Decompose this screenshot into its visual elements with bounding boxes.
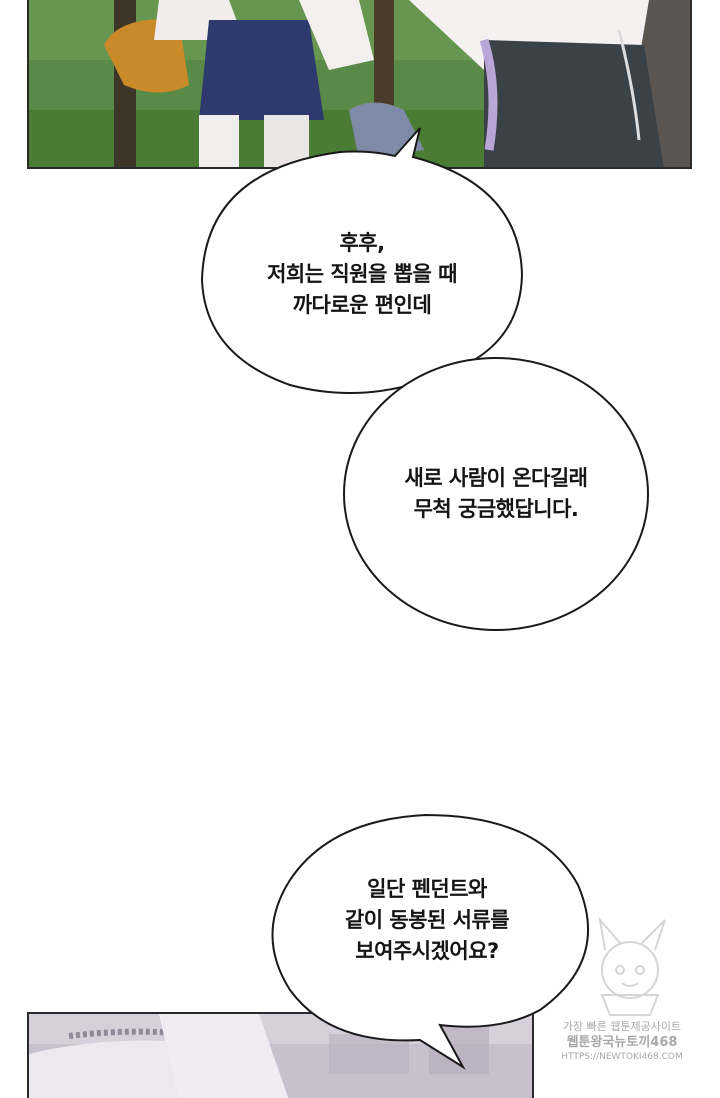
bubble-1-line-3: 까다로운 편인데 <box>292 293 432 317</box>
bubble-2-line-1: 새로 사람이 온다길래 <box>404 466 588 490</box>
speech-bubble-1-text: 후후, 저희는 직원을 뽑을 때 까다로운 편인데 <box>212 228 512 321</box>
watermark-mascot-icon <box>598 916 666 1016</box>
speech-bubble-3 <box>271 813 590 1070</box>
watermark-line-3: HTTPS://NEWTOKI468.COM <box>561 1052 683 1062</box>
bubble-1-line-2: 저희는 직원을 뽑을 때 <box>267 262 457 286</box>
comic-panel-top <box>27 0 692 169</box>
bubble-3-line-3: 보여주시겠어요? <box>355 939 499 963</box>
bubble-3-line-2: 같이 동봉된 서류를 <box>344 908 510 932</box>
panel-top-artwork <box>29 0 690 167</box>
bubble-3-line-1: 일단 펜던트와 <box>367 877 487 901</box>
speech-bubble-3-text: 일단 펜던트와 같이 동봉된 서류를 보여주시겠어요? <box>282 874 572 967</box>
speech-bubble-2-text: 새로 사람이 온다길래 무척 궁금했답니다. <box>356 463 636 525</box>
speech-bubble-2 <box>343 357 649 631</box>
watermark: 가장 빠른 웹툰제공사이트 웹툰왕국뉴토끼468 HTTPS://NEWTOKI… <box>552 1020 692 1063</box>
watermark-line-1: 가장 빠른 웹툰제공사이트 <box>562 1020 682 1033</box>
bubble-1-line-1: 후후, <box>339 231 385 255</box>
watermark-line-2: 웹툰왕국뉴토끼468 <box>566 1035 678 1050</box>
speech-bubble-1 <box>200 127 524 394</box>
bubble-2-line-2: 무척 궁금했답니다. <box>413 497 579 521</box>
